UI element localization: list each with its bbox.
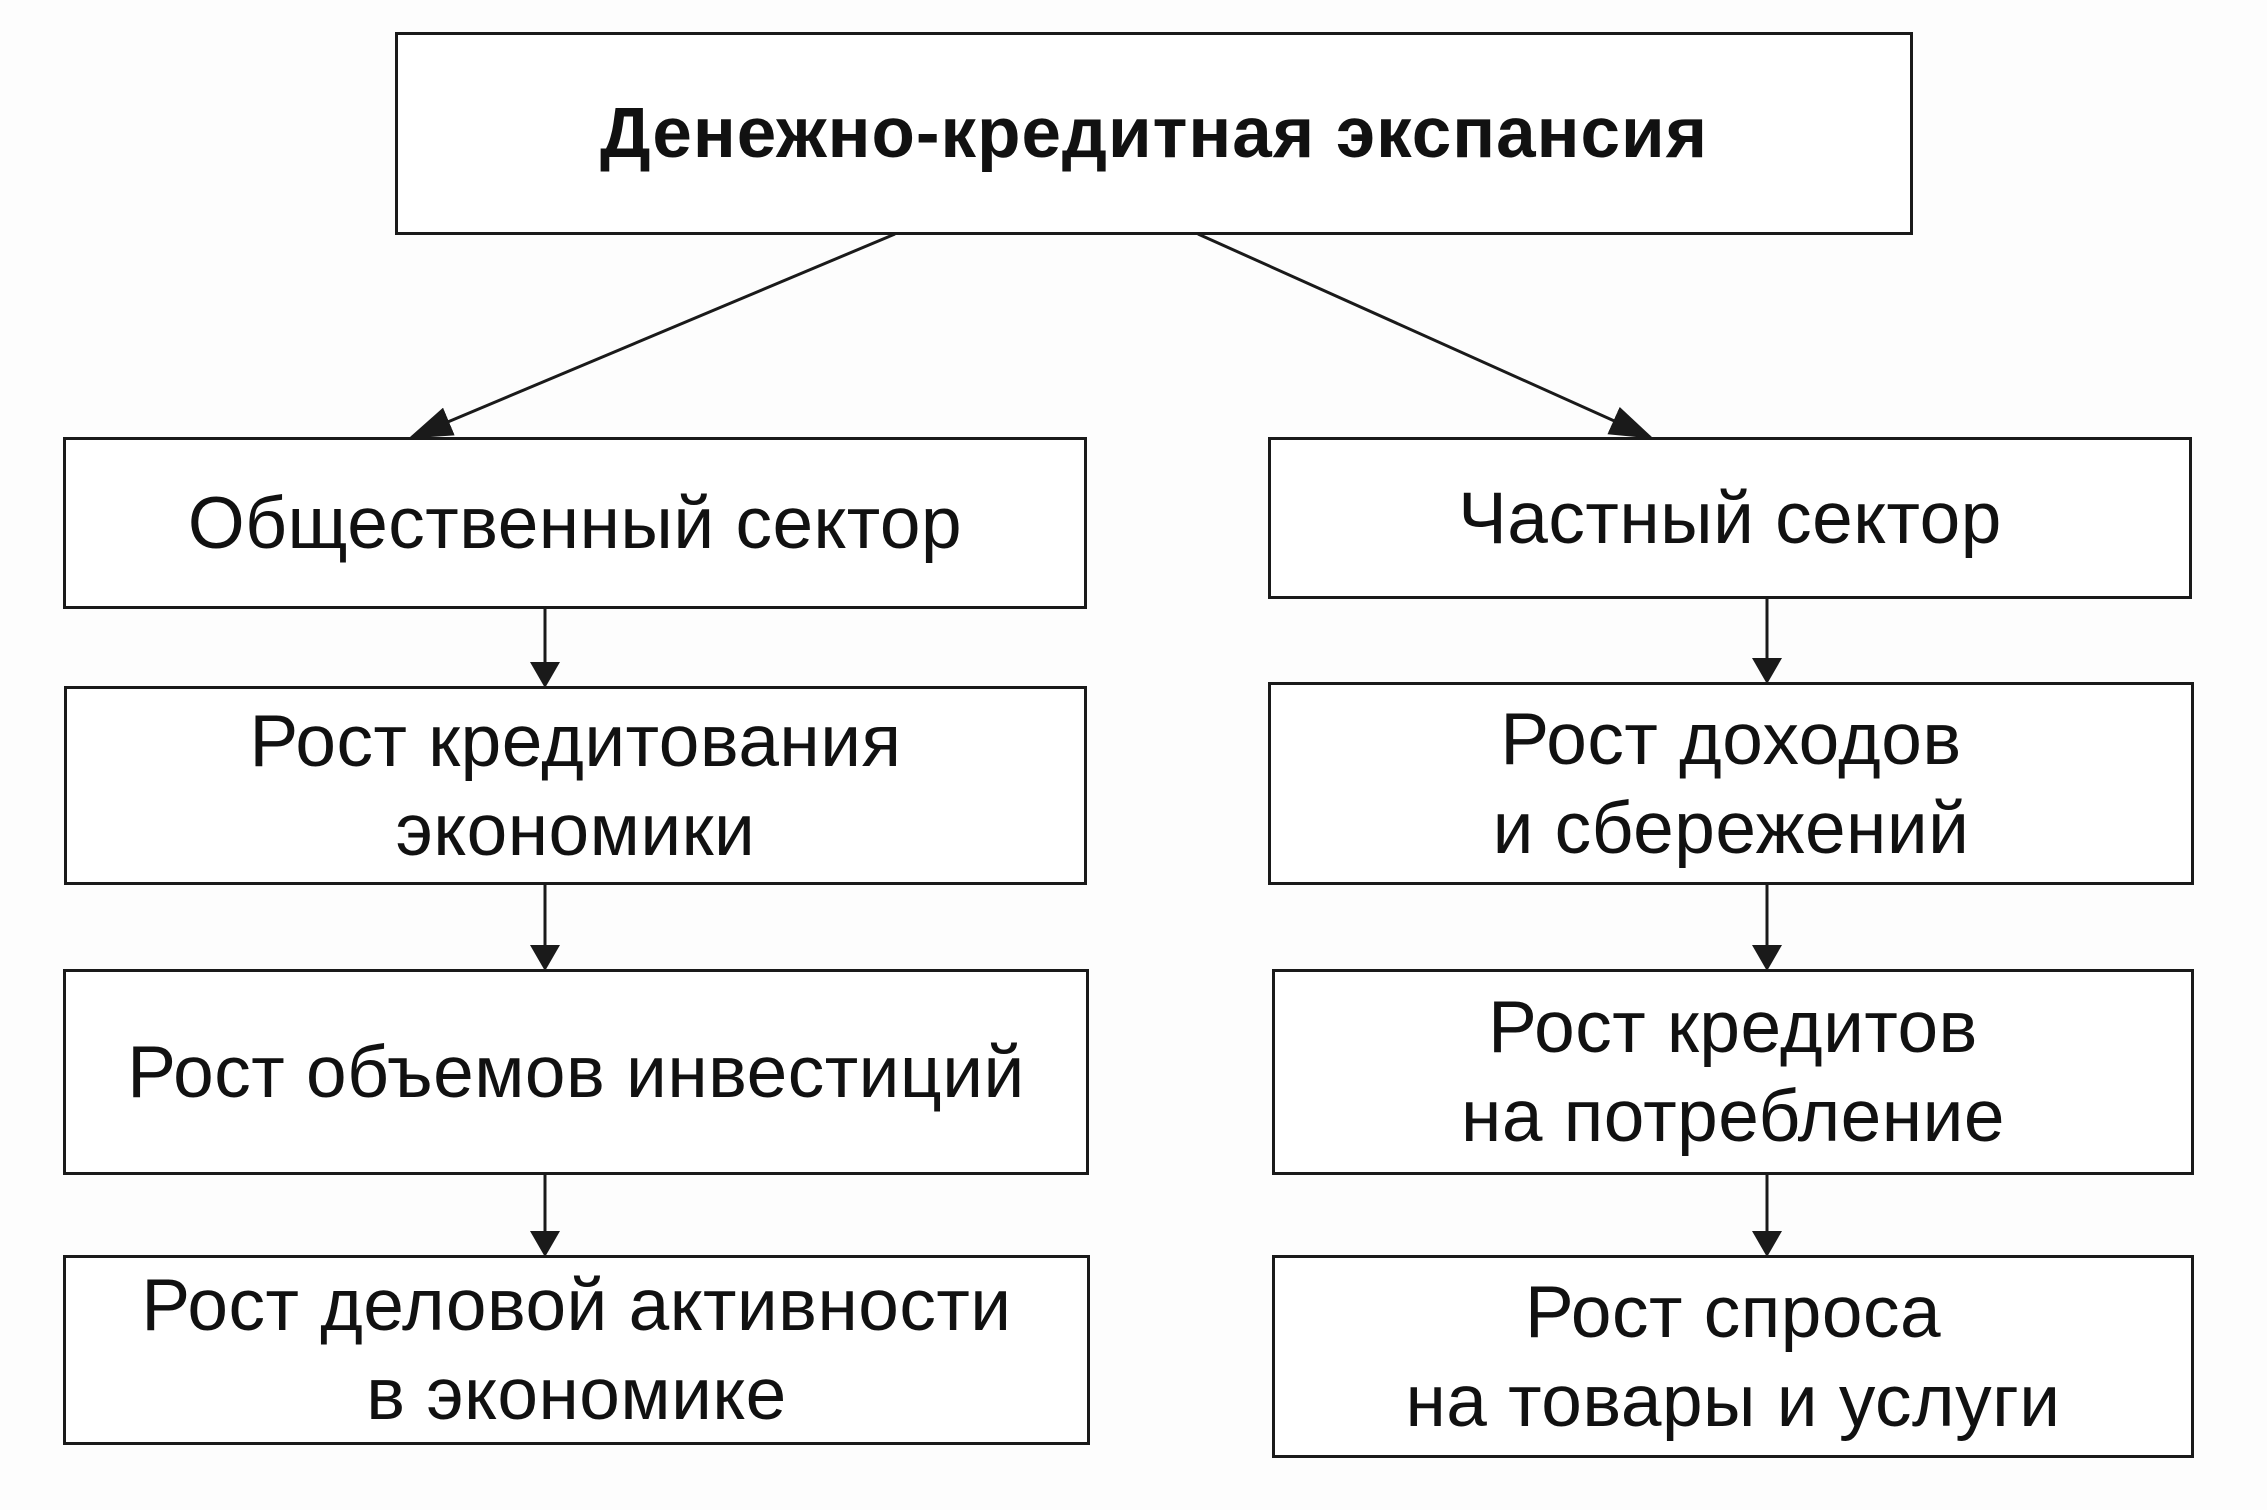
public-sector-label: Общественный сектор <box>187 482 963 564</box>
private-sector-box: Частный сектор <box>1268 437 2192 599</box>
right-step-2-label: Рост кредитов на потребление <box>1461 987 2005 1157</box>
private-sector-label: Частный сектор <box>1458 477 2002 559</box>
root-label: Денежно-кредитная экспансия <box>599 94 1709 173</box>
right-step-1-label: Рост доходов и сбережений <box>1492 698 1970 869</box>
root-box: Денежно-кредитная экспансия <box>395 32 1913 235</box>
right-step-2-box: Рост кредитов на потребление <box>1272 969 2194 1175</box>
right-step-3-box: Рост спроса на товары и услуги <box>1272 1255 2194 1458</box>
left-step-2-label: Рост объемов инвестиций <box>127 1031 1025 1113</box>
arrow-root-to-private <box>1197 232 1654 439</box>
left-step-3-label: Рост деловой активности в экономике <box>141 1265 1012 1435</box>
arrow-root-to-public <box>408 232 896 439</box>
left-step-3-box: Рост деловой активности в экономике <box>63 1255 1090 1445</box>
public-sector-box: Общественный сектор <box>63 437 1087 609</box>
right-step-3-label: Рост спроса на товары и услуги <box>1405 1271 2061 1442</box>
left-step-2-box: Рост объемов инвестиций <box>63 969 1089 1175</box>
left-step-1-box: Рост кредитования экономики <box>64 686 1087 885</box>
right-step-1-box: Рост доходов и сбережений <box>1268 682 2194 885</box>
left-step-1-label: Рост кредитования экономики <box>249 700 902 871</box>
